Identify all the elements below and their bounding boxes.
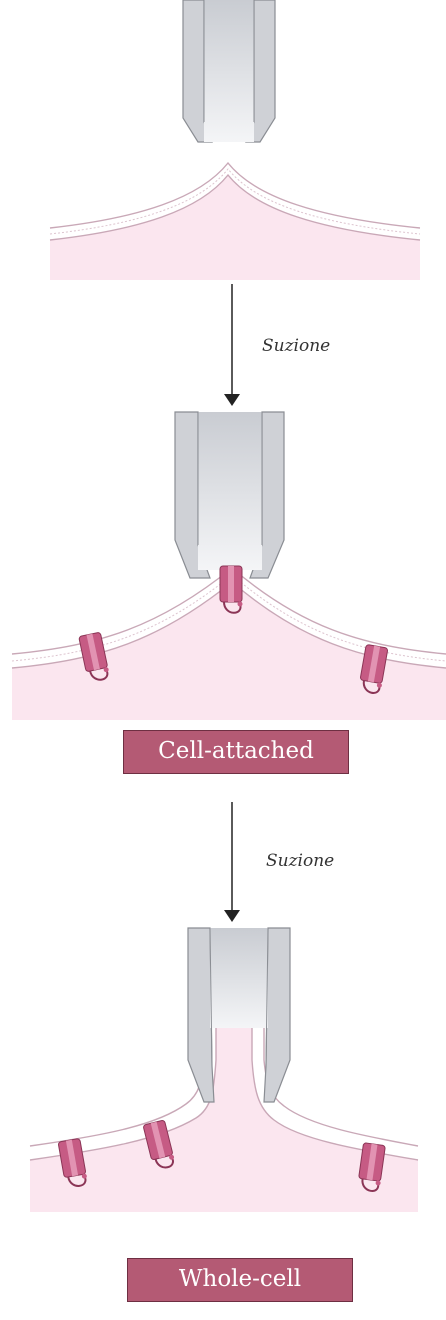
stage-cell-attached <box>12 412 446 720</box>
arrow-2 <box>224 802 240 922</box>
step-label-suction-1: Suzione <box>262 336 330 356</box>
cell-1 <box>50 163 420 280</box>
pipette-2 <box>175 412 284 578</box>
stage-label-cell-attached: Cell-attached <box>123 730 349 774</box>
arrow-1 <box>224 284 240 406</box>
stage-whole-cell <box>30 928 418 1212</box>
pipette-1 <box>183 0 275 142</box>
stage-approach <box>50 0 420 280</box>
stage-label-whole-cell: Whole-cell <box>127 1258 353 1302</box>
step-label-suction-2: Suzione <box>266 851 334 871</box>
cell-3 <box>30 1026 418 1212</box>
